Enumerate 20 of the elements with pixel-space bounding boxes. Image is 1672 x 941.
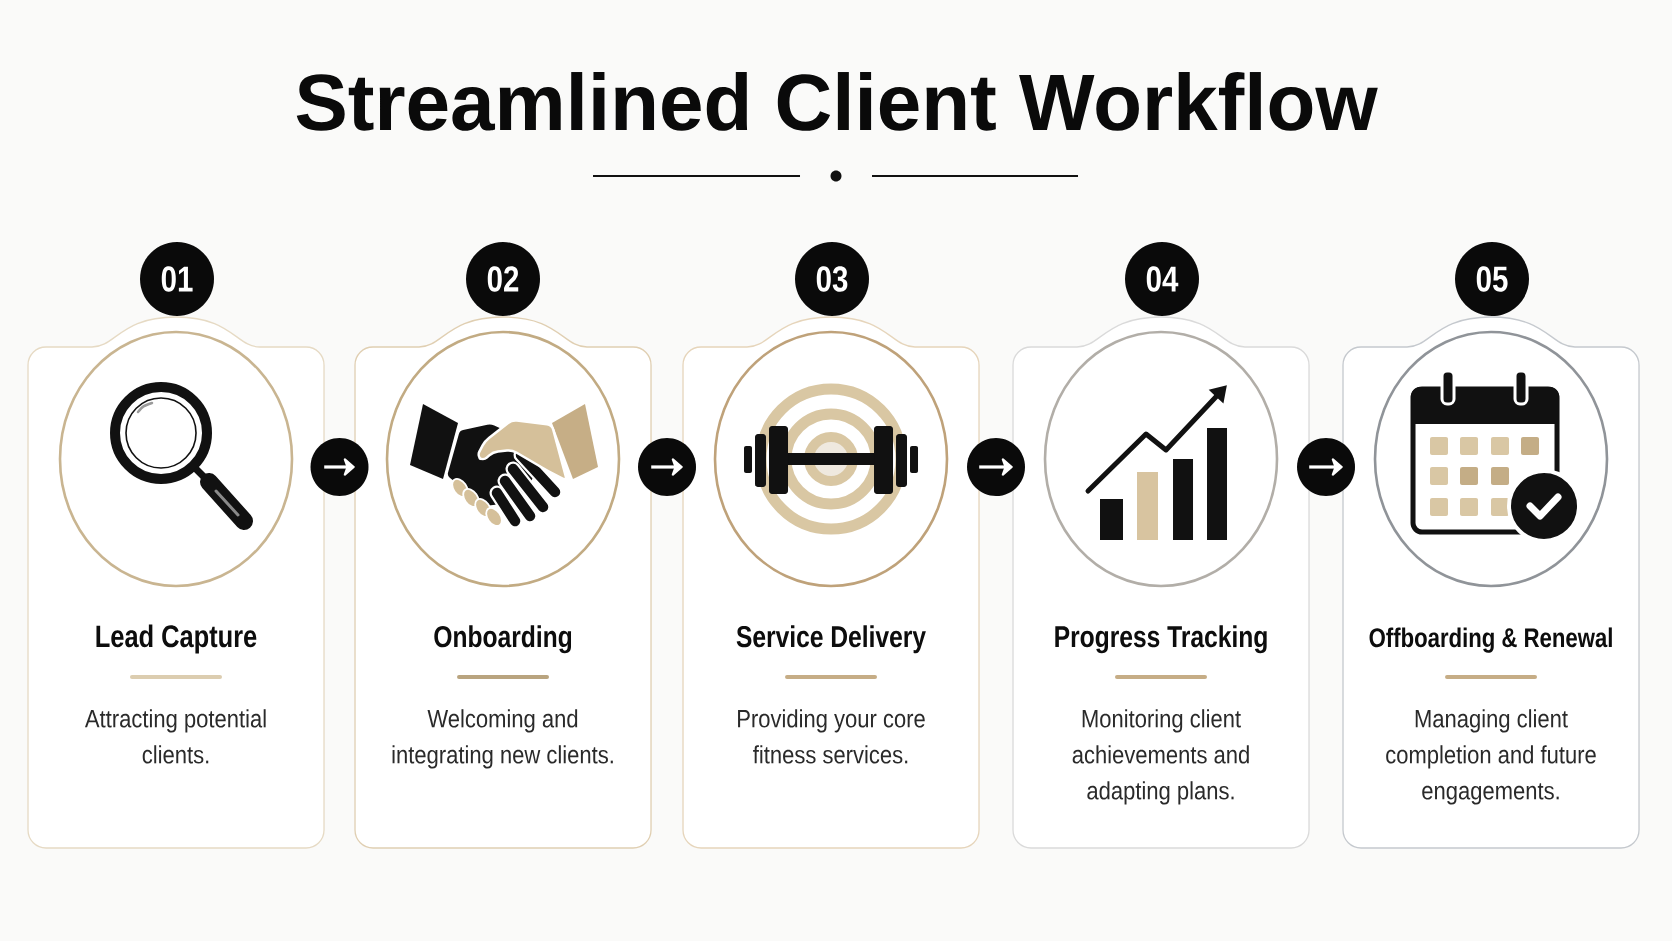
step-description: Welcoming and integrating new clients. — [392, 709, 613, 769]
step-heading: Lead Capture — [96, 624, 257, 654]
arrow — [1309, 458, 1343, 476]
arrow — [324, 458, 355, 476]
step-number-badge: 01 — [140, 242, 214, 316]
step-heading: Progress Tracking — [1055, 625, 1267, 654]
step-number-badge: 03 — [795, 242, 869, 316]
step-heading: Onboarding — [434, 625, 572, 654]
step-heading: Offboarding & Renewal — [1369, 627, 1612, 653]
step-number-badge: 02 — [466, 242, 540, 316]
step-description: Providing your core fitness services. — [738, 709, 925, 764]
step-description: Monitoring client achievements and adapting plans. — [1072, 709, 1249, 805]
title: Streamlined Client Workflow — [296, 72, 1378, 131]
arrow — [979, 458, 1013, 476]
step-description: Managing client completion and future engagements. — [1386, 709, 1596, 805]
arrow — [651, 458, 683, 476]
step-number-badge: 05 — [1455, 242, 1529, 316]
step-description: Attracting potential clients. — [84, 709, 266, 764]
step-number-badge: 04 — [1125, 242, 1199, 316]
step-heading: Service Delivery — [736, 625, 926, 654]
